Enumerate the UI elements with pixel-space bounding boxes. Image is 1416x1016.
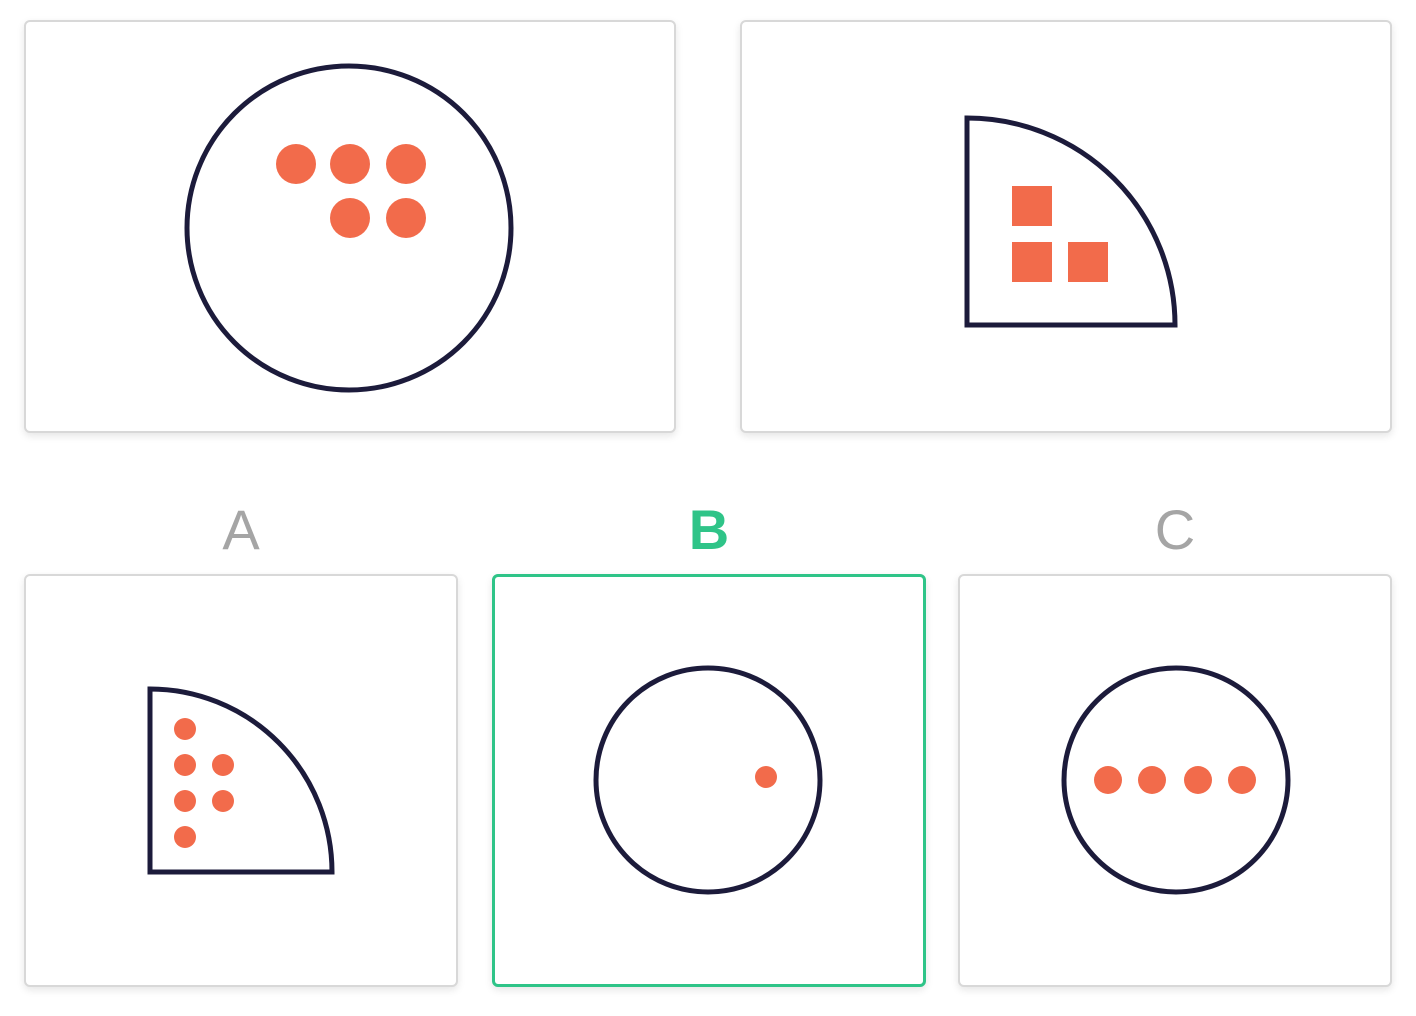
option-c-figure [1061, 665, 1291, 895]
option-c-token [1138, 766, 1166, 794]
option-a-token [174, 790, 196, 812]
option-c-circle-shape [1061, 665, 1291, 895]
example-figure [184, 63, 514, 393]
option-a-token [174, 754, 196, 776]
option-c-token [1094, 766, 1122, 794]
option-a-token [212, 790, 234, 812]
target-token [1068, 242, 1108, 282]
option-b-label: B [688, 498, 730, 561]
option-a-token [174, 718, 196, 740]
option-b-circle-shape [593, 665, 823, 895]
option-c-label: C [1154, 498, 1196, 561]
target-card [740, 20, 1392, 433]
example-token [386, 144, 426, 184]
example-circle-shape [184, 63, 514, 393]
option-a-label: A [222, 498, 260, 561]
option-c-token [1228, 766, 1256, 794]
target-token [1012, 186, 1052, 226]
example-token [276, 144, 316, 184]
option-a-token [174, 826, 196, 848]
example-card [24, 20, 676, 433]
option-a-card[interactable] [24, 574, 458, 987]
option-a-quarter-circle-shape [147, 686, 335, 875]
target-token [1012, 242, 1052, 282]
option-a-token [212, 754, 234, 776]
target-figure [964, 115, 1178, 328]
example-token [330, 144, 370, 184]
target-quarter-circle-shape [964, 115, 1178, 328]
option-a-figure [147, 686, 335, 875]
option-b-card[interactable] [492, 574, 926, 987]
example-token [386, 198, 426, 238]
option-b-figure [593, 665, 823, 895]
example-token [330, 198, 370, 238]
option-b-token [755, 766, 777, 788]
option-c-token [1184, 766, 1212, 794]
option-c-card[interactable] [958, 574, 1392, 987]
